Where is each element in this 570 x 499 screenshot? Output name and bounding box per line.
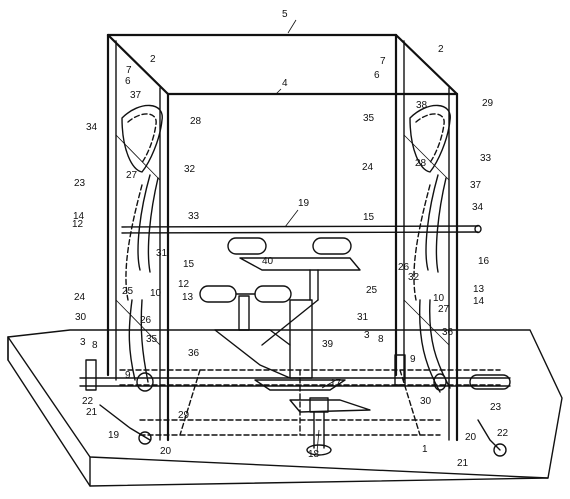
numeral: 33 — [480, 153, 492, 164]
numeral: 7 — [380, 56, 386, 67]
numeral: 26 — [140, 315, 152, 326]
numeral: 19 — [108, 430, 120, 441]
numeral: 23 — [74, 178, 86, 189]
numeral: 13 — [473, 284, 485, 295]
numeral: 25 — [122, 286, 134, 297]
numeral: 2 — [438, 44, 444, 55]
numeral: 16 — [478, 256, 490, 267]
numeral: 31 — [156, 248, 168, 259]
numeral: 38 — [416, 100, 428, 111]
seat-assembly — [199, 237, 361, 379]
numeral: 2 — [150, 54, 156, 65]
floor-rails — [79, 369, 511, 436]
numeral: 31 — [357, 312, 369, 323]
numeral: 25 — [366, 285, 378, 296]
base-platform — [7, 329, 563, 487]
numeral: 40 — [262, 256, 274, 267]
numeral: 6 — [374, 70, 380, 81]
numeral: 39 — [322, 339, 334, 350]
numeral: 26 — [398, 262, 410, 273]
numeral: 35 — [146, 334, 158, 345]
numeral: 23 — [490, 402, 502, 413]
pedestal — [289, 397, 371, 456]
numeral: 5 — [282, 9, 288, 20]
numeral: 36 — [442, 327, 454, 338]
numeral: 10 — [433, 293, 445, 304]
numeral: 12 — [178, 279, 190, 290]
numeral: 17 — [330, 378, 342, 389]
cross-bar — [121, 224, 482, 234]
numeral: 10 — [150, 288, 162, 299]
numeral: 33 — [188, 211, 200, 222]
numeral: 35 — [363, 113, 375, 124]
numeral: 22 — [82, 396, 94, 407]
numeral: 21 — [86, 407, 98, 418]
numeral: 9 — [125, 370, 131, 381]
numeral: 29 — [482, 98, 494, 109]
numeral: 28 — [415, 158, 427, 169]
numeral: 37 — [470, 180, 482, 191]
numeral: 29 — [178, 410, 190, 421]
numeral: 32 — [408, 272, 420, 283]
reference-numerals: 1 2 2 3 3 4 5 6 6 7 7 8 8 9 9 10 10 12 1… — [72, 9, 509, 469]
numeral: 30 — [75, 312, 87, 323]
numeral: 6 — [125, 76, 131, 87]
leg-bars — [125, 174, 451, 393]
numeral: 22 — [497, 428, 509, 439]
numeral: 14 — [473, 296, 485, 307]
numeral: 18 — [308, 449, 320, 460]
numeral: 9 — [410, 354, 416, 365]
pedals-left — [85, 359, 152, 445]
numeral: 14 — [73, 211, 85, 222]
numeral: 8 — [378, 334, 384, 345]
numeral: 15 — [363, 212, 375, 223]
numeral: 27 — [126, 170, 138, 181]
numeral: 15 — [183, 259, 195, 270]
numeral: 37 — [130, 90, 142, 101]
numeral: 3 — [80, 337, 86, 348]
numeral: 13 — [182, 292, 194, 303]
frame — [106, 33, 459, 442]
numeral: 7 — [126, 65, 132, 76]
numeral: 27 — [438, 304, 450, 315]
numeral: 24 — [362, 162, 374, 173]
numeral: 28 — [190, 116, 202, 127]
numeral: 19 — [298, 198, 310, 209]
numeral: 8 — [92, 340, 98, 351]
numeral: 34 — [86, 122, 98, 133]
numeral: 20 — [160, 446, 172, 457]
pedals-right — [394, 354, 507, 457]
numeral: 20 — [465, 432, 477, 443]
numeral: 30 — [420, 396, 432, 407]
leader-lines — [275, 19, 337, 453]
back-pads — [121, 104, 451, 173]
numeral: 1 — [422, 444, 428, 455]
numeral: 34 — [472, 202, 484, 213]
numeral: 36 — [188, 348, 200, 359]
numeral: 12 — [72, 219, 84, 230]
numeral: 3 — [364, 330, 370, 341]
numeral: 24 — [74, 292, 86, 303]
numeral: 21 — [457, 458, 469, 469]
numeral: 4 — [282, 78, 288, 89]
numeral: 32 — [184, 164, 196, 175]
